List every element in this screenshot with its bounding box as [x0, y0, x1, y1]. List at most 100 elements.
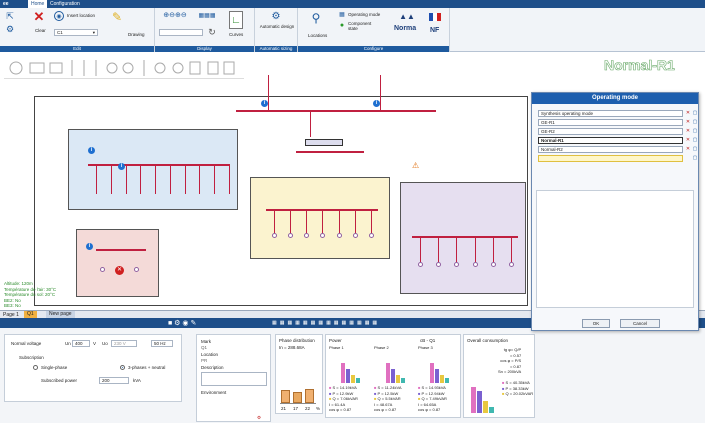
norma-icon: ▲▲: [399, 11, 415, 21]
location-value[interactable]: PR: [201, 358, 208, 363]
refresh-icon[interactable]: ↻: [208, 26, 216, 37]
single-phase-radio[interactable]: [33, 365, 38, 370]
phase-2-block: Phase 2 ■ S = 11.24kVA■ P = 12.5kW■ Q = …: [374, 345, 416, 417]
overall-bar: [471, 387, 476, 413]
un-label: Un: [65, 341, 71, 346]
cancel-button[interactable]: Cancel: [620, 319, 660, 328]
error-icon[interactable]: ✕: [115, 266, 124, 275]
automatic-design-icon[interactable]: ⚙: [271, 10, 281, 22]
power-card: Power cB - Q1 Phase 1 ■ S = 14.19kVA■ P …: [325, 334, 461, 418]
phase-distribution-card: Phase distribution In = 288.68A 21 17 22…: [275, 334, 323, 414]
toolbar-icons[interactable]: ■ ⚙ ◉ ✎: [168, 320, 197, 327]
zone-yellow-bus: [266, 209, 378, 211]
zoom-icons[interactable]: ⊕⊖⊕⊖: [163, 12, 187, 19]
delete-mode-icon[interactable]: ✕: [685, 110, 691, 116]
group-label-display: Display: [155, 46, 254, 52]
zone-purple[interactable]: [400, 182, 526, 294]
insert-location-label[interactable]: Insert location: [67, 13, 96, 18]
phase-value: ■ S = 14.19kVA: [329, 385, 357, 390]
load-symbol[interactable]: [100, 267, 105, 272]
drawing-label[interactable]: Drawing: [128, 32, 145, 37]
phase-distribution-bar: [281, 389, 290, 403]
symbol-palette[interactable]: [4, 57, 244, 79]
mode-row[interactable]: GE-R2: [538, 128, 683, 135]
load-symbol[interactable]: [134, 267, 139, 272]
zone-red-bus: [96, 249, 146, 251]
page-tab-q1[interactable]: Q1: [24, 311, 37, 318]
frequency-select[interactable]: 50 Hz: [151, 340, 173, 347]
delete-mode-icon[interactable]: ✕: [685, 137, 691, 143]
curves-label[interactable]: Curves: [229, 32, 244, 37]
info-icon[interactable]: i: [373, 100, 380, 107]
toolbar-icons-right[interactable]: ▦▦▦▦▦▦▦▦▦▦▦▦▦▦: [272, 320, 381, 326]
power-title: Power: [329, 338, 342, 343]
edit-mode-icon[interactable]: ▢: [692, 137, 698, 143]
three-phase-radio[interactable]: [120, 365, 125, 370]
edit-mode-icon[interactable]: ▢: [692, 128, 698, 134]
insert-location-icon[interactable]: ◉: [54, 11, 64, 21]
delete-mode-icon[interactable]: ✕: [685, 119, 691, 125]
edit-mode-icon[interactable]: ▢: [692, 146, 698, 152]
phase-value: cos φ = 0.87: [329, 407, 352, 412]
france-flag-icon: [429, 13, 441, 21]
uo-label: Uo: [102, 341, 108, 346]
info-icon[interactable]: i: [118, 163, 125, 170]
display-input[interactable]: [159, 29, 203, 36]
zone-red[interactable]: [76, 229, 159, 297]
mode-row[interactable]: [538, 155, 683, 162]
ok-button[interactable]: OK: [582, 319, 610, 328]
mode-row[interactable]: Normal-R2: [538, 146, 683, 153]
edit-mode-icon[interactable]: ▢: [692, 155, 698, 161]
layout-icons[interactable]: ▦▦▦: [198, 12, 216, 19]
curves-icon[interactable]: ∟: [229, 11, 243, 29]
item-card: Mark Q1 Location PR Description Environm…: [196, 334, 271, 422]
operating-mode-label[interactable]: Operating mode: [348, 12, 381, 17]
phase-value: ■ P = 12.5kW: [374, 390, 399, 396]
clear-icon[interactable]: ✕: [33, 9, 45, 24]
operating-mode-icon[interactable]: ▦: [339, 11, 345, 18]
zone-yellow[interactable]: [250, 177, 390, 259]
phase-value: ■ S = 14.93kVA: [418, 385, 446, 390]
locations-label[interactable]: Locations: [308, 33, 328, 38]
clear-label: Clear: [35, 28, 46, 33]
tab-configuration[interactable]: Configuration: [50, 1, 80, 7]
phase-distribution-title: Phase distribution: [279, 338, 315, 343]
edit-mode-icon[interactable]: ▢: [692, 119, 698, 125]
component-state-label[interactable]: Component state: [348, 21, 372, 31]
info-icon[interactable]: i: [86, 243, 93, 250]
location-select[interactable]: C1▾: [54, 29, 98, 36]
info-icon[interactable]: i: [88, 147, 95, 154]
transformer-box[interactable]: [305, 139, 343, 146]
phase-value: I = 48.67A: [374, 401, 393, 407]
phase-value: ■ S = 11.24kVA: [374, 385, 402, 390]
tools-icon[interactable]: ⚙: [5, 23, 15, 34]
cursor-icon[interactable]: ⇱: [6, 10, 14, 21]
uo-input[interactable]: 230 V: [111, 340, 137, 347]
environment-icon[interactable]: ⚙: [257, 415, 262, 420]
mode-row[interactable]: GE-R1: [538, 119, 683, 126]
tab-home[interactable]: Home: [28, 0, 48, 8]
properties-panel: Normal voltage Un 400 V Uo 230 V 50 Hz S…: [0, 328, 705, 423]
phase-value: ■ P = 12.94kW: [418, 390, 445, 396]
location-pin-icon[interactable]: ⚲: [311, 11, 321, 25]
mark-value[interactable]: Q1: [201, 345, 208, 350]
drawing-icon[interactable]: ✎: [111, 10, 123, 24]
nf-label[interactable]: NF: [430, 27, 440, 34]
norma-label[interactable]: Norma: [394, 25, 417, 32]
new-page-tab[interactable]: New page: [46, 311, 75, 318]
delete-mode-icon[interactable]: ✕: [685, 128, 691, 134]
properties-toolbar: ■ ⚙ ◉ ✎ ▦▦▦▦▦▦▦▦▦▦▦▦▦▦: [0, 318, 705, 328]
un-input[interactable]: 400: [72, 340, 90, 347]
delete-mode-icon[interactable]: ✕: [685, 146, 691, 152]
group-label-edit: Edit: [0, 46, 154, 52]
subscribed-power-input[interactable]: 200: [99, 377, 129, 384]
automatic-design-label[interactable]: Automatic design: [259, 24, 295, 29]
mode-row[interactable]: Normal-R1: [538, 137, 683, 144]
description-input[interactable]: [201, 372, 267, 386]
edit-mode-icon[interactable]: ▢: [692, 110, 698, 116]
info-icon[interactable]: i: [261, 100, 268, 107]
component-state-icon[interactable]: ●: [339, 21, 345, 29]
warning-icon[interactable]: ⚠: [412, 161, 420, 170]
mode-row[interactable]: Synthesis operating mode: [538, 110, 683, 117]
